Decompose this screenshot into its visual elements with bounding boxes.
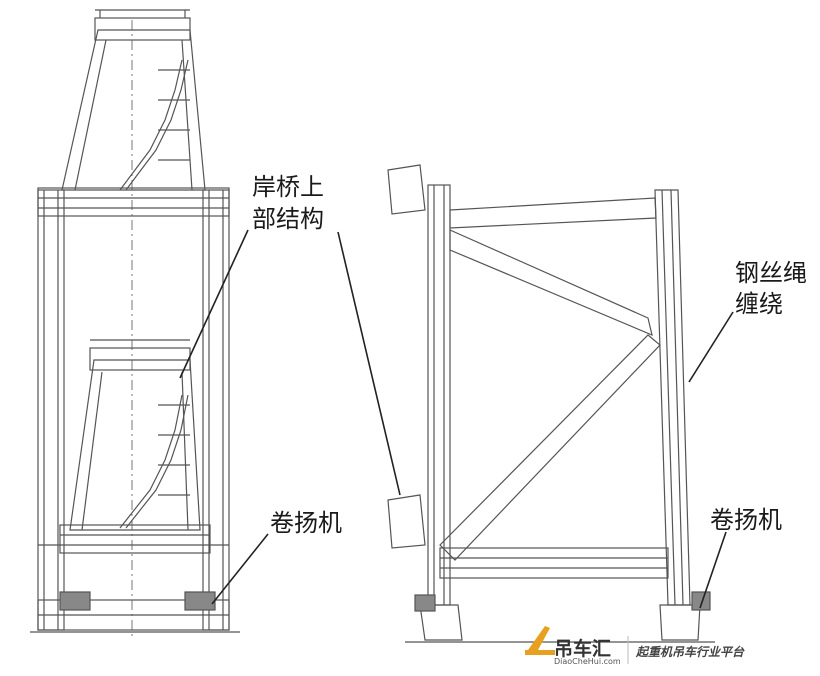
leader-lines bbox=[179, 229, 734, 609]
label-upper-structure-line2: 部结构 bbox=[252, 205, 324, 233]
label-rope-line1: 钢丝绳 bbox=[735, 259, 807, 287]
brand-slogan: 起重机吊车行业平台 bbox=[636, 645, 745, 659]
right-crane-drawing bbox=[387, 164, 715, 643]
brand-domain: DiaoCheHui.com bbox=[554, 657, 621, 666]
label-winch-right: 卷扬机 bbox=[710, 506, 782, 534]
label-winch-left: 卷扬机 bbox=[270, 509, 342, 537]
label-upper-structure-line1: 岸桥上 bbox=[252, 173, 324, 201]
brand-name: 吊车汇 bbox=[554, 638, 612, 660]
left-crane-drawing bbox=[30, 9, 240, 640]
brand-logo-icon bbox=[525, 626, 629, 664]
label-rope-line2: 缠绕 bbox=[735, 290, 783, 318]
